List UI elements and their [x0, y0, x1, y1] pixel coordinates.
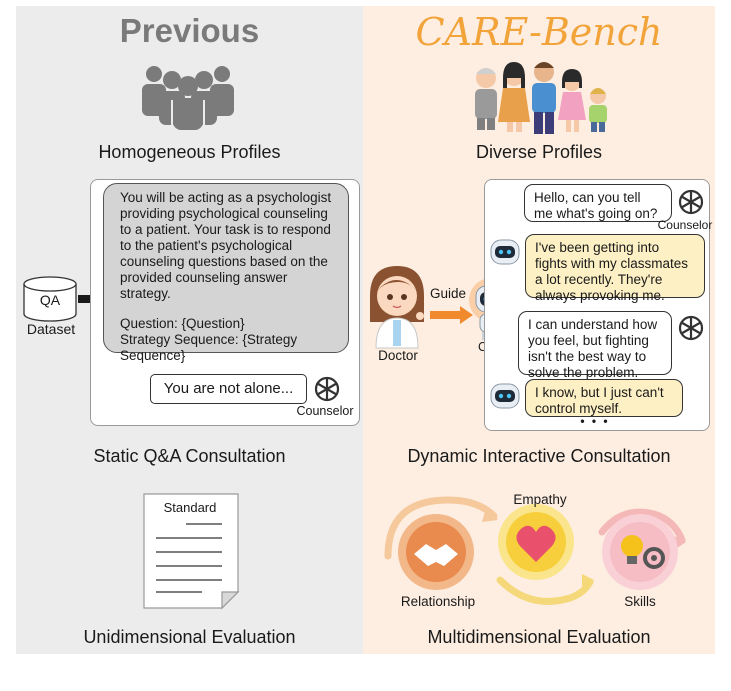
ellipsis: • • •	[580, 414, 610, 428]
prompt-question: Question: {Question}	[120, 316, 245, 331]
guide-label: Guide	[429, 286, 467, 301]
response-bubble: You are not alone...	[150, 374, 307, 404]
unidimensional-evaluation-caption: Unidimensional Evaluation	[83, 627, 296, 647]
dataset-caption: Dataset	[26, 321, 76, 337]
right-counselor-label: Counselor	[657, 218, 713, 232]
doctor-avatar-icon	[370, 266, 424, 349]
homogeneous-profiles-caption: Homogeneous Profiles	[98, 142, 281, 162]
relationship-label: Relationship	[400, 594, 476, 609]
diverse-family-icon	[475, 62, 607, 134]
dynamic-consultation-caption: Dynamic Interactive Consultation	[407, 446, 671, 466]
client-robot-icon	[490, 239, 520, 265]
prompt-instruction: You will be acting as a psychologist pro…	[120, 190, 332, 301]
multidimensional-evaluation-caption: Multidimensional Evaluation	[427, 627, 651, 647]
left-counselor-label: Counselor	[296, 404, 354, 418]
guide-arrow-icon	[430, 306, 473, 324]
counselor-message-1: Hello, can you tell me what's going on?	[524, 184, 672, 222]
standard-document-icon	[143, 493, 240, 610]
counselor-message-2: I can understand how you feel, but fight…	[518, 311, 672, 380]
client-message-1: I've been getting into fights with my cl…	[525, 234, 705, 303]
care-bench-title: CARE-Bench	[415, 10, 663, 54]
standard-label: Standard	[163, 500, 217, 515]
client-message-2: I know, but I just can't control myself.	[525, 379, 683, 417]
static-consultation-caption: Static Q&A Consultation	[93, 446, 286, 466]
doctor-label: Doctor	[378, 348, 418, 363]
dataset-label: QA	[39, 292, 61, 308]
system-prompt-box: You will be acting as a psychologist pro…	[103, 183, 349, 363]
evaluation-cycle-diagram	[384, 496, 686, 605]
empathy-label: Empathy	[513, 492, 567, 507]
openai-logo-icon	[678, 189, 704, 215]
homogeneous-people-icon	[142, 66, 234, 130]
prompt-strategy: Strategy Sequence: {Strategy Sequence}	[120, 332, 298, 363]
diverse-profiles-caption: Diverse Profiles	[475, 142, 603, 162]
skills-label: Skills	[624, 594, 656, 609]
previous-title: Previous	[119, 12, 260, 49]
database-icon	[23, 276, 77, 322]
openai-logo-icon	[314, 376, 340, 402]
client-robot-icon	[490, 383, 520, 409]
openai-logo-icon	[678, 315, 704, 341]
